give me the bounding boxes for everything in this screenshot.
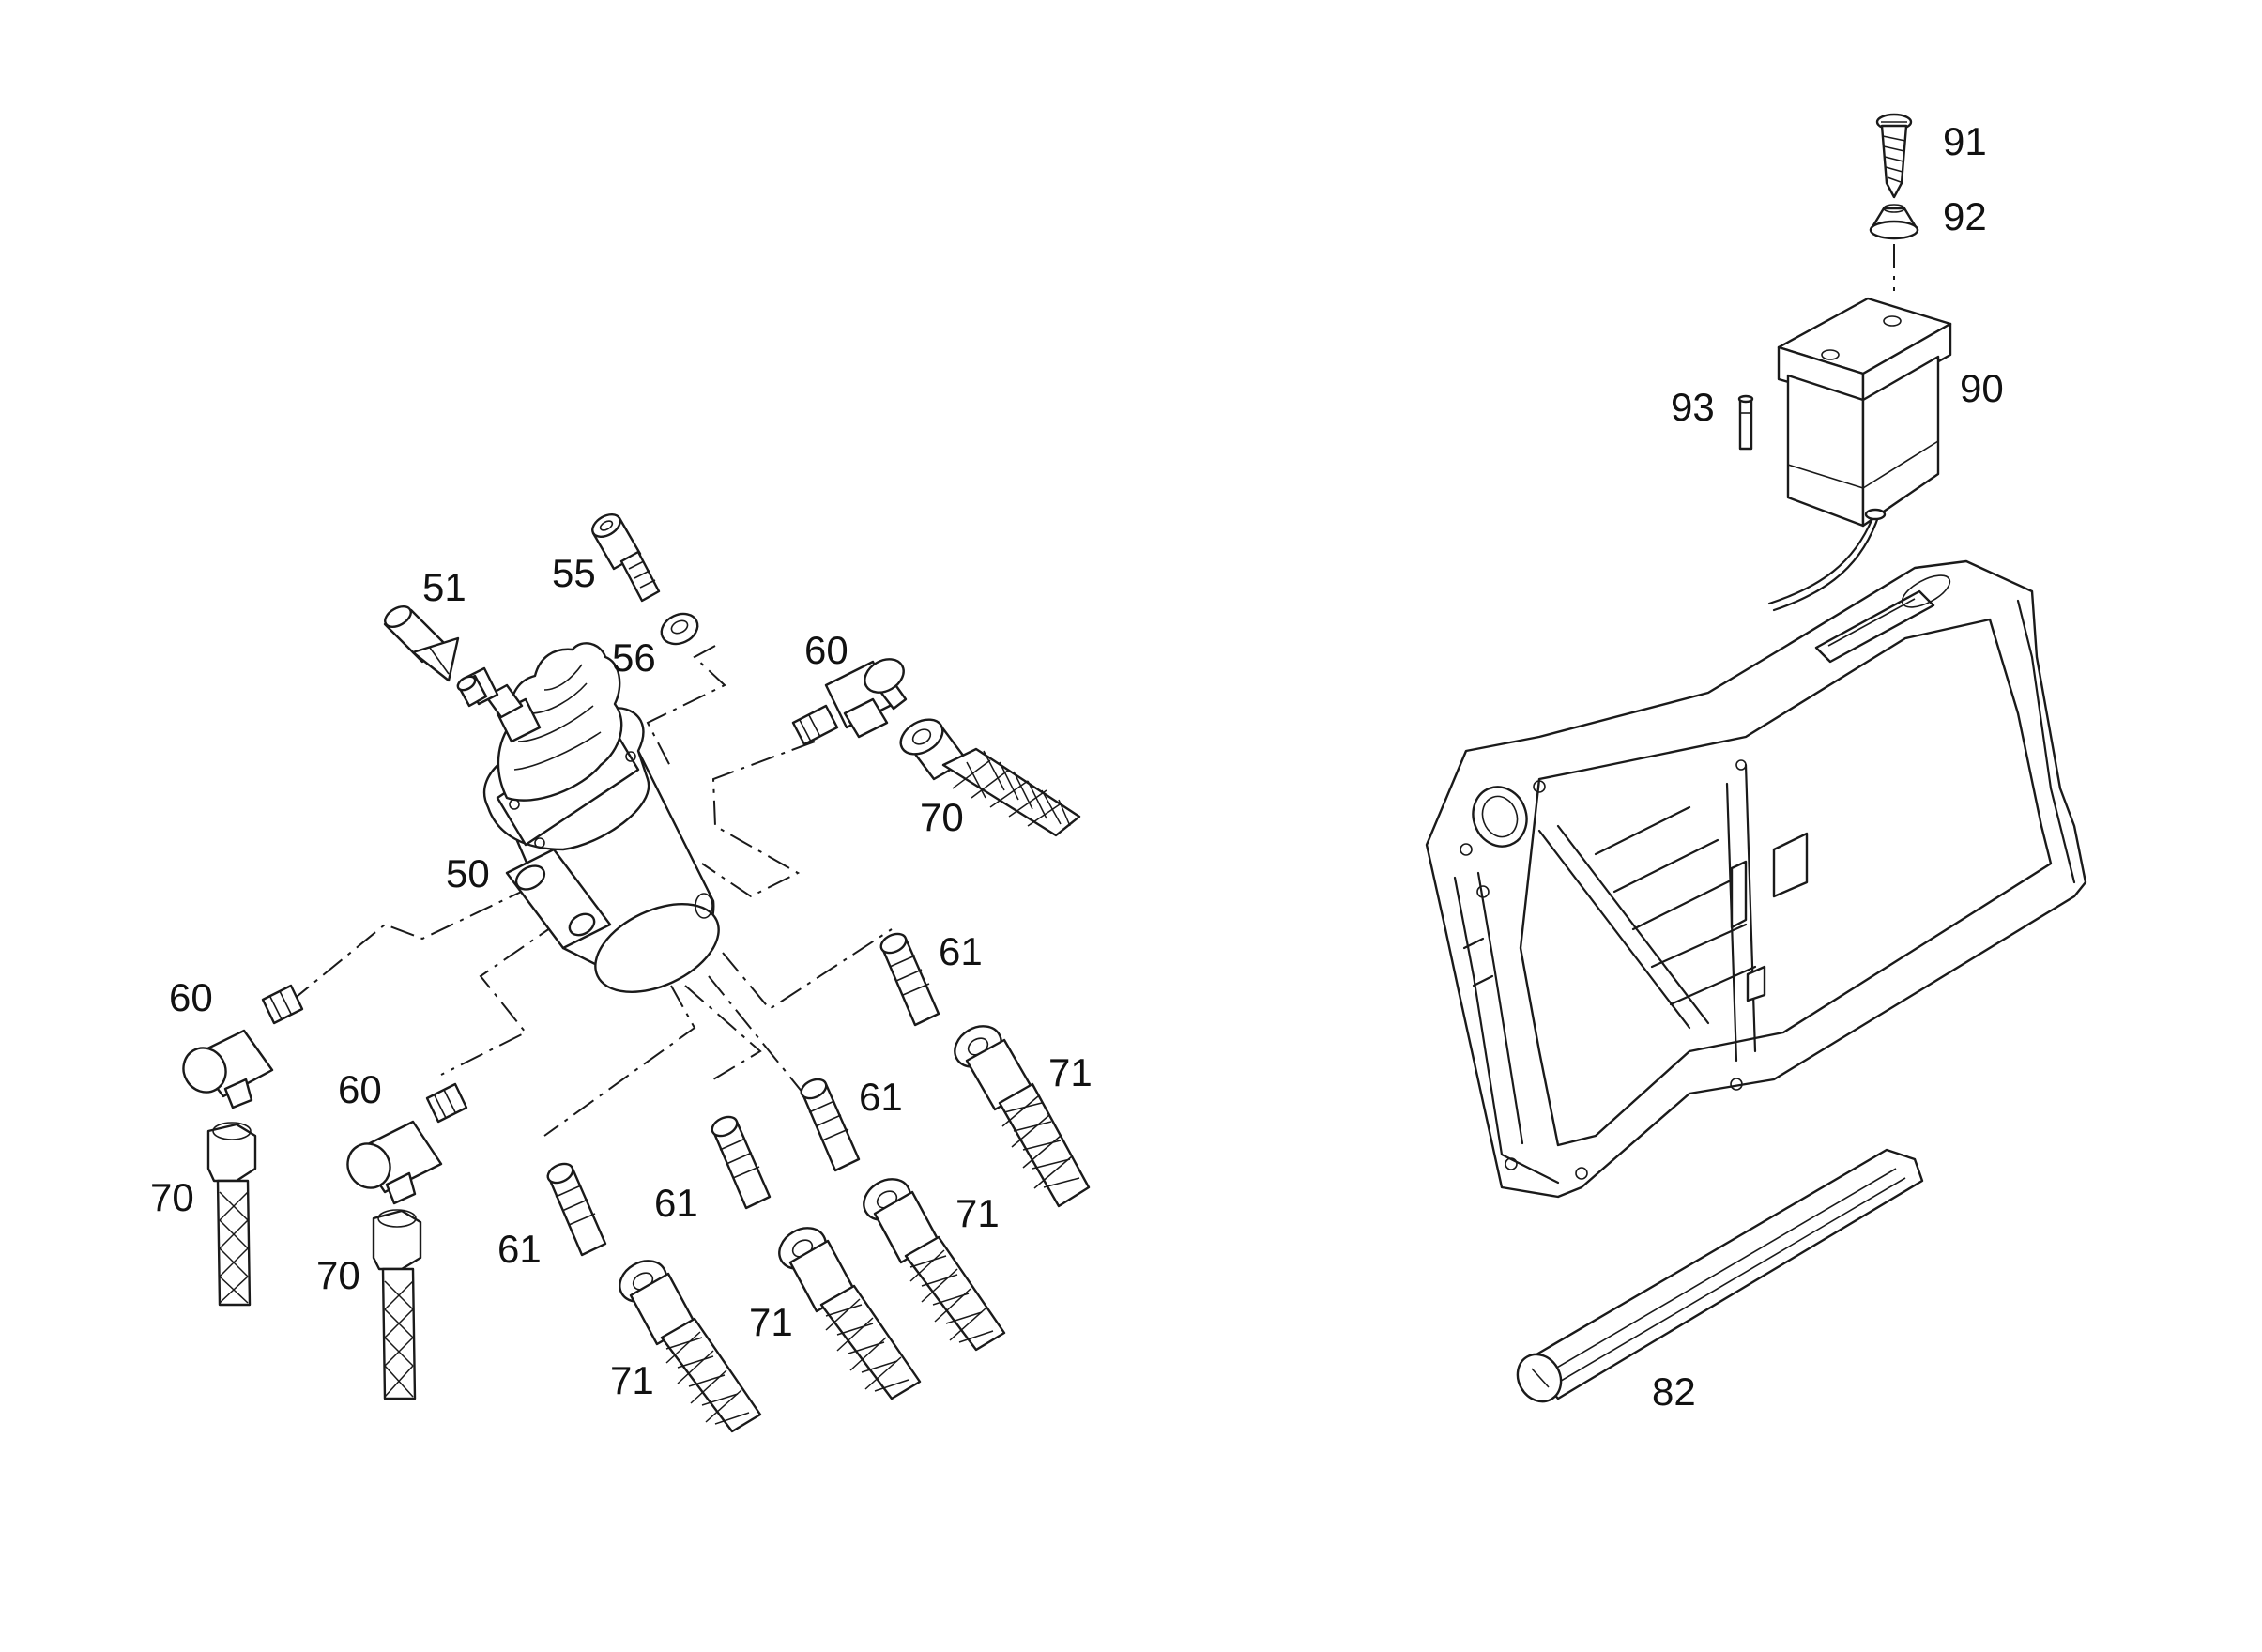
nipple-b-part: [800, 1078, 861, 1172]
callout-60-left: 60: [169, 975, 213, 1019]
base-frame-part: [1425, 559, 2087, 1199]
callout-82: 82: [1652, 1369, 1696, 1414]
nipple-d-part: [546, 1162, 607, 1257]
callout-90: 90: [1960, 366, 2004, 410]
callout-61-a: 61: [939, 929, 983, 973]
valve-body-part: [456, 642, 720, 993]
socket-screw-part: [591, 513, 661, 603]
callout-70-top: 70: [920, 795, 964, 839]
callout-93: 93: [1671, 385, 1715, 429]
screw-part: [1875, 113, 1913, 199]
cone-washer-part: [1869, 204, 1919, 240]
washer-part: [660, 612, 699, 646]
callout-61-c: 61: [654, 1181, 698, 1225]
plunger-pin-part: [383, 604, 460, 682]
braided-hose-71d-part: [619, 1260, 762, 1433]
nipple-c-part: [711, 1115, 772, 1210]
callout-labels: 51 55 56 60 70 50 60 60 70 70 61 71 61 6…: [150, 119, 2004, 1414]
pin-part: [1737, 394, 1754, 451]
callout-51: 51: [422, 565, 466, 609]
callout-56: 56: [612, 635, 656, 680]
braided-hose-mid-part: [372, 1209, 422, 1400]
callout-91: 91: [1943, 119, 1987, 163]
callout-71-a: 71: [1048, 1050, 1093, 1094]
junction-box-part: [1767, 297, 1952, 612]
braided-hose-71a-part: [954, 1025, 1091, 1208]
callout-71-d: 71: [610, 1358, 654, 1402]
callout-60-top: 60: [804, 628, 848, 672]
callout-50: 50: [446, 851, 490, 895]
callout-60-mid: 60: [338, 1067, 382, 1111]
callout-71-b: 71: [955, 1191, 1000, 1235]
callout-61-b: 61: [859, 1075, 903, 1119]
braided-hose-71b-part: [863, 1178, 1006, 1352]
callout-92: 92: [1943, 194, 1987, 238]
braided-hose-left-part: [206, 1122, 257, 1307]
nipple-a-part: [879, 932, 940, 1027]
rubber-strip-part: [1516, 1148, 1924, 1403]
braided-hose-71c-part: [778, 1227, 922, 1400]
braided-hose-top-part: [899, 718, 1081, 837]
callout-61-d: 61: [497, 1227, 542, 1271]
leader-lines: [281, 169, 1895, 1137]
elbow-fitting-top-part: [791, 658, 908, 746]
callout-71-c: 71: [749, 1300, 793, 1344]
callout-70-mid: 70: [316, 1253, 360, 1297]
elbow-fitting-mid-part: [346, 1082, 468, 1205]
elbow-fitting-left-part: [182, 984, 304, 1109]
callout-55: 55: [552, 551, 596, 595]
callout-70-left: 70: [150, 1175, 194, 1219]
